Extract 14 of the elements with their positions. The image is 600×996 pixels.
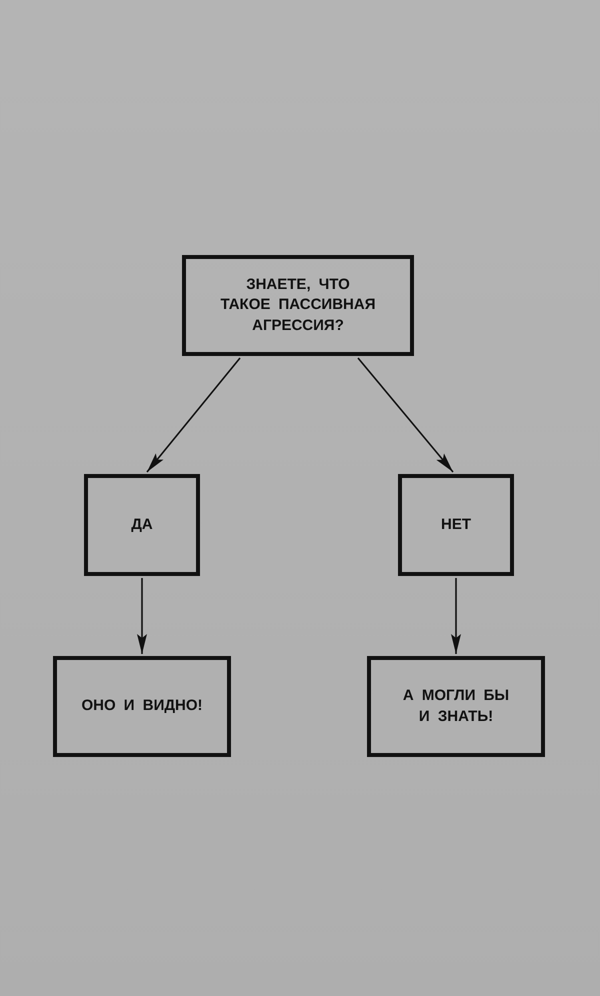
arrow: [357, 357, 454, 473]
arrow: [137, 578, 147, 654]
option-box: [398, 474, 514, 576]
arrow: [451, 578, 461, 654]
result-box: [53, 656, 231, 757]
arrow: [146, 358, 241, 472]
question-box: [182, 255, 414, 356]
option-label: НЕТ: [441, 514, 471, 535]
result-text: А МОГЛИ БЫ И ЗНАТЬ!: [402, 686, 510, 726]
question-text: ЗНАЕТЕ, ЧТО ТАКОЕ ПАССИВНАЯ АГРЕССИЯ?: [219, 275, 376, 336]
option-box: [84, 474, 200, 576]
option-label: ДА: [131, 514, 153, 535]
result-text: ОНО И ВИДНО!: [81, 696, 203, 716]
result-box: [367, 656, 545, 757]
